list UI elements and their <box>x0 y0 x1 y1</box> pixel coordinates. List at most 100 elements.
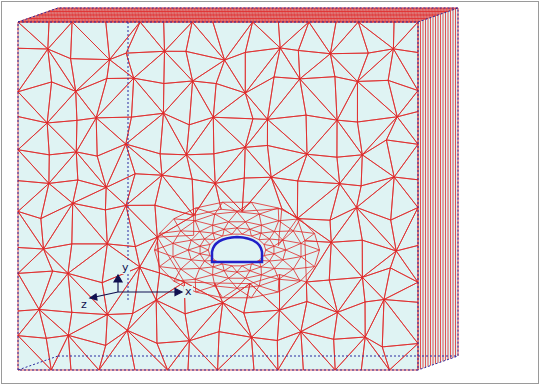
mesh-line <box>208 244 210 250</box>
mesh-element <box>102 267 140 315</box>
mesh-element <box>18 49 52 92</box>
mesh-line <box>213 271 225 275</box>
mesh-line <box>279 269 294 279</box>
mesh-line <box>301 257 315 267</box>
axis-label: y <box>121 262 130 274</box>
mesh-line <box>191 260 204 261</box>
mesh-element <box>155 205 194 237</box>
mesh-line <box>215 214 229 222</box>
mesh-element <box>213 84 245 118</box>
mesh-line <box>195 208 197 221</box>
mesh-line <box>283 240 286 250</box>
mesh-line <box>215 212 237 214</box>
mesh-line <box>261 267 262 275</box>
mesh-element <box>188 341 218 370</box>
mesh-line <box>245 222 261 225</box>
mesh-line <box>269 254 273 261</box>
mesh-line <box>229 221 246 222</box>
mesh-element <box>245 145 271 177</box>
mesh-line <box>273 246 274 254</box>
mesh-line <box>269 260 282 261</box>
mesh-element <box>393 22 418 53</box>
mesh-line <box>250 229 252 236</box>
mesh-line <box>196 292 223 298</box>
mesh-element <box>219 303 251 338</box>
mesh-line <box>438 15 439 363</box>
mesh-line <box>196 202 223 208</box>
hidden-edge <box>128 22 129 300</box>
mesh-line <box>232 228 237 234</box>
mesh-line <box>430 18 431 366</box>
mesh-element <box>106 315 128 346</box>
mesh-element <box>301 312 338 339</box>
mesh-line <box>448 12 449 360</box>
mesh-line <box>251 233 261 236</box>
mesh-element <box>76 152 106 188</box>
mesh-line <box>237 278 245 288</box>
mesh-line <box>200 254 204 261</box>
mesh-line <box>237 222 245 228</box>
mesh-line <box>174 269 181 281</box>
mesh-line <box>224 228 237 229</box>
mesh-line <box>195 214 215 221</box>
mesh-line <box>159 267 173 282</box>
mesh-line <box>250 225 262 229</box>
mesh-element <box>357 81 397 122</box>
mesh-element <box>335 77 358 120</box>
mesh-element <box>251 337 277 370</box>
mesh-element <box>127 330 167 370</box>
mesh-line <box>283 231 293 240</box>
mesh-line <box>251 264 261 267</box>
mesh-element <box>300 79 337 120</box>
mesh-line <box>200 268 213 274</box>
mesh-line <box>259 275 261 286</box>
mesh-element <box>244 310 280 337</box>
mesh-line <box>159 219 173 234</box>
mesh-element <box>301 332 335 370</box>
mesh-line <box>301 243 319 250</box>
mesh-line <box>215 278 229 286</box>
mesh-line <box>173 231 181 243</box>
mesh-element <box>41 183 73 218</box>
mesh-line <box>261 221 278 225</box>
mesh-element <box>39 309 68 338</box>
mesh-line <box>259 286 278 292</box>
mesh-element <box>397 91 418 117</box>
mesh-line <box>188 246 200 250</box>
hidden-edge <box>58 356 458 357</box>
mesh-line <box>195 268 199 279</box>
mesh-element <box>245 119 267 147</box>
front-face-mesh <box>18 22 418 370</box>
mesh-line <box>200 225 213 231</box>
mesh-line <box>242 264 251 266</box>
mesh-element <box>164 51 193 83</box>
mesh-element <box>358 22 393 53</box>
mesh-element <box>73 180 106 203</box>
mesh-line <box>212 225 213 233</box>
mesh-line <box>300 267 314 282</box>
mesh-line <box>181 269 196 279</box>
mesh-element <box>391 208 418 251</box>
mesh-element <box>71 22 110 60</box>
mesh-element <box>213 117 253 147</box>
mesh-element <box>156 300 189 343</box>
mesh-line <box>188 250 200 254</box>
arrow-head <box>90 294 97 300</box>
mesh-line <box>274 254 283 260</box>
mesh-element <box>168 341 190 370</box>
mesh-line <box>200 244 210 246</box>
mesh-line <box>259 233 261 240</box>
mesh-line <box>181 268 200 270</box>
mesh-line <box>229 278 246 279</box>
mesh-line <box>229 272 237 278</box>
mesh-line <box>251 202 259 214</box>
mesh-line <box>159 257 173 267</box>
mesh-element <box>189 332 219 370</box>
mesh-line <box>420 21 421 369</box>
mesh-element <box>189 303 222 341</box>
mesh-line <box>48 11 448 12</box>
mesh-line <box>453 10 454 358</box>
mesh-line <box>293 231 314 234</box>
